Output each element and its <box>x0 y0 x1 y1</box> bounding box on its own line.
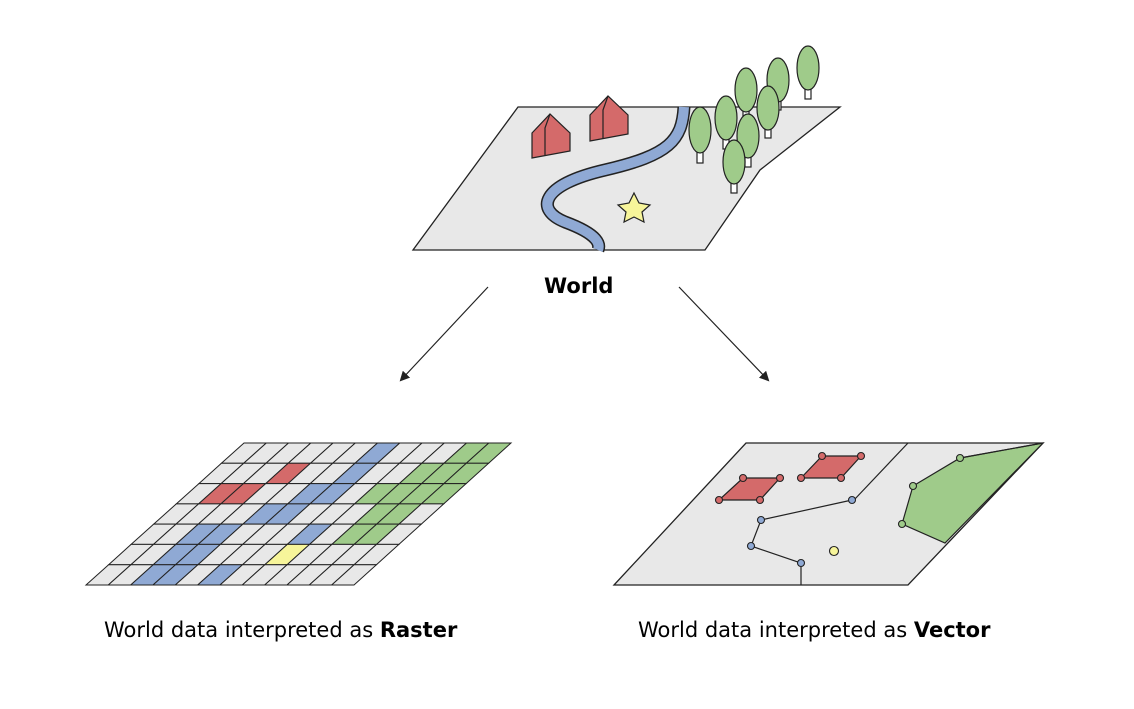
vertex-point <box>796 473 806 483</box>
tree-icon <box>722 139 746 194</box>
tree-icon <box>796 45 820 100</box>
house-icon <box>531 113 571 159</box>
vertex-point <box>746 541 756 551</box>
vertex-point <box>908 481 918 491</box>
tree-icon <box>688 106 712 164</box>
vector-boundary-line <box>959 442 1044 459</box>
raster-caption-prefix: World data interpreted as <box>104 618 374 642</box>
raster-caption-emphasis: Raster <box>379 618 458 642</box>
vector-boundary-line <box>853 442 909 501</box>
world-river-fill <box>542 106 689 252</box>
vertex-point <box>856 451 866 461</box>
vertex-point <box>714 495 724 505</box>
vertex-point <box>955 453 965 463</box>
vertex-point <box>897 519 907 529</box>
vector-point-feature <box>828 545 840 557</box>
vector-layer <box>612 442 1045 586</box>
vertex-point <box>796 558 806 568</box>
world-scene <box>411 45 842 253</box>
vertex-point <box>817 451 827 461</box>
vertex-set <box>714 451 965 568</box>
star-icon <box>616 191 652 224</box>
forest-group <box>688 45 820 194</box>
house-icon <box>589 95 629 142</box>
tree-icon <box>756 85 780 139</box>
arrow-to-vector <box>678 286 770 382</box>
vertex-point <box>738 473 748 483</box>
raster-cell <box>330 564 378 586</box>
raster-grid <box>84 442 513 586</box>
vector-caption: World data interpreted as Vector <box>638 618 990 642</box>
vertex-point <box>836 473 846 483</box>
raster-caption: World data interpreted as Raster <box>104 618 457 642</box>
arrow-to-raster <box>399 286 489 382</box>
vector-caption-prefix: World data interpreted as <box>638 618 908 642</box>
vertex-point <box>847 495 857 505</box>
vector-caption-emphasis: Vector <box>913 618 991 642</box>
vertex-point <box>756 515 766 525</box>
world-label: World <box>544 274 614 298</box>
vertex-point <box>775 473 785 483</box>
vertex-point <box>755 495 765 505</box>
